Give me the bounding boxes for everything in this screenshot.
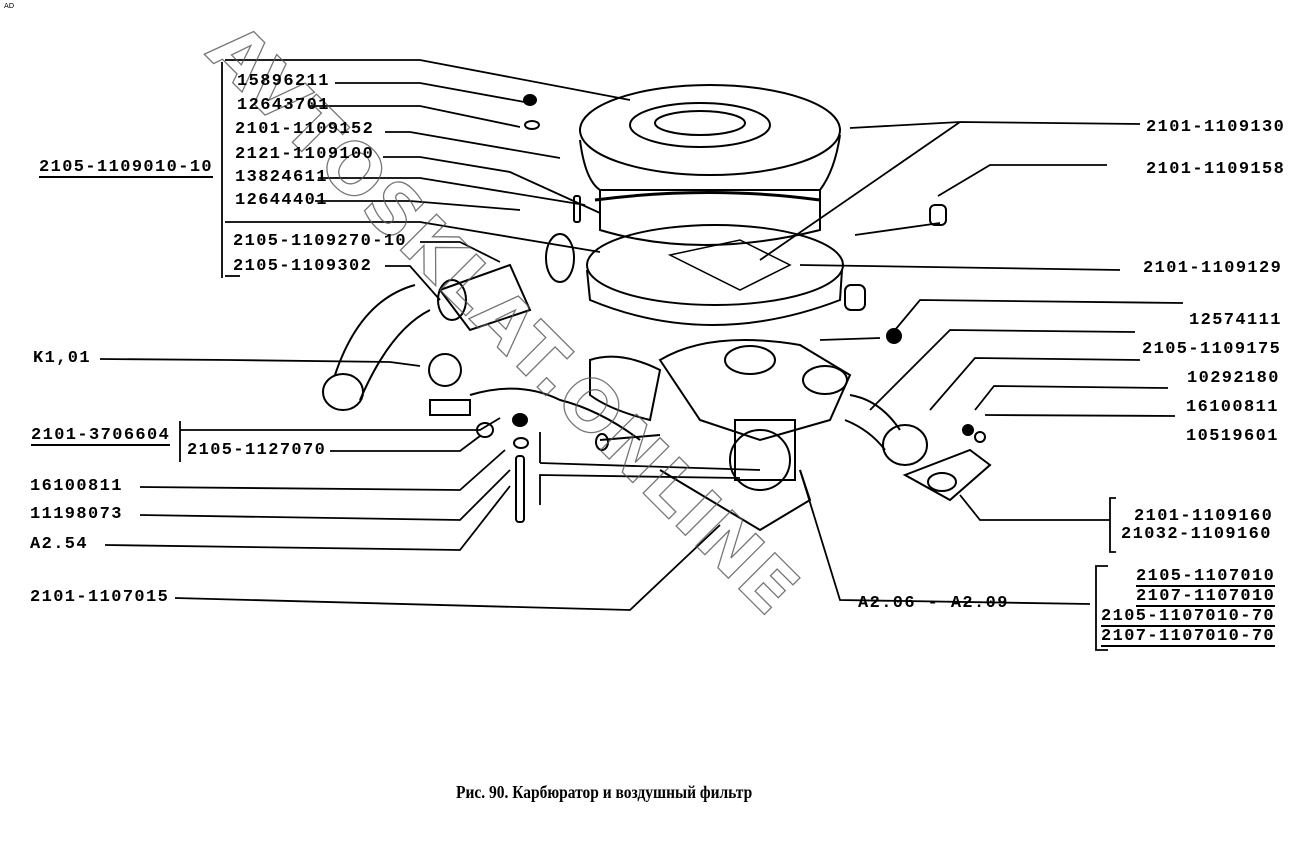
figure-caption: Рис. 90. Карбюратор и воздушный фильтр xyxy=(456,782,753,802)
part-label-2105-1109270-10: 2105-1109270-10 xyxy=(233,232,408,251)
part-label-a206-a209: A2.06 - A2.09 xyxy=(858,594,1009,613)
carburetor-label-1: 2105-1107010 xyxy=(1136,567,1276,587)
carburetor-label-3: 2105-1107010-70 xyxy=(1101,607,1276,627)
part-label-k101: K1,01 xyxy=(33,349,92,368)
part-label-2101-1109130: 2101-1109130 xyxy=(1146,118,1286,137)
corner-mark: AD xyxy=(4,2,15,10)
assembly-label: 2105-1109010-10 xyxy=(39,158,214,178)
part-label-10519601: 10519601 xyxy=(1186,427,1279,446)
part-label-10292180: 10292180 xyxy=(1187,369,1280,388)
part-label-2101-1109129: 2101-1109129 xyxy=(1143,259,1283,278)
part-label-12644401: 12644401 xyxy=(235,191,328,210)
part-label-2101-1107015: 2101-1107015 xyxy=(30,588,170,607)
part-label-13824611: 13824611 xyxy=(235,168,328,187)
part-label-12643701: 12643701 xyxy=(237,96,330,115)
part-label-15896211: 15896211 xyxy=(237,72,330,91)
part-label-16100811: 16100811 xyxy=(30,477,123,496)
part-label-2101-1109160: 2101-1109160 xyxy=(1134,507,1274,526)
part-label-21032-1109160: 21032-1109160 xyxy=(1121,525,1272,544)
carburetor-label-2: 2107-1107010 xyxy=(1136,587,1276,607)
leader-lines xyxy=(99,59,1184,651)
part-label-2101-1109158: 2101-1109158 xyxy=(1146,160,1286,179)
air-filter-drawing xyxy=(322,84,992,532)
part-label-2105-1109175: 2105-1109175 xyxy=(1142,340,1282,359)
part-label-11198073: 11198073 xyxy=(30,505,123,524)
part-label-2105-1127070: 2105-1127070 xyxy=(187,441,327,460)
part-label-2105-1109302: 2105-1109302 xyxy=(233,257,373,276)
part-label-2121-1109100: 2121-1109100 xyxy=(235,145,375,164)
part-label-16100811-right: 16100811 xyxy=(1186,398,1279,417)
part-label-2101-1109152: 2101-1109152 xyxy=(235,120,375,139)
carburetor-label-4: 2107-1107010-70 xyxy=(1101,627,1276,647)
part-label-a254: A2.54 xyxy=(30,535,89,554)
part-label-2101-3706604: 2101-3706604 xyxy=(31,426,171,446)
part-label-12574111: 12574111 xyxy=(1189,311,1282,330)
